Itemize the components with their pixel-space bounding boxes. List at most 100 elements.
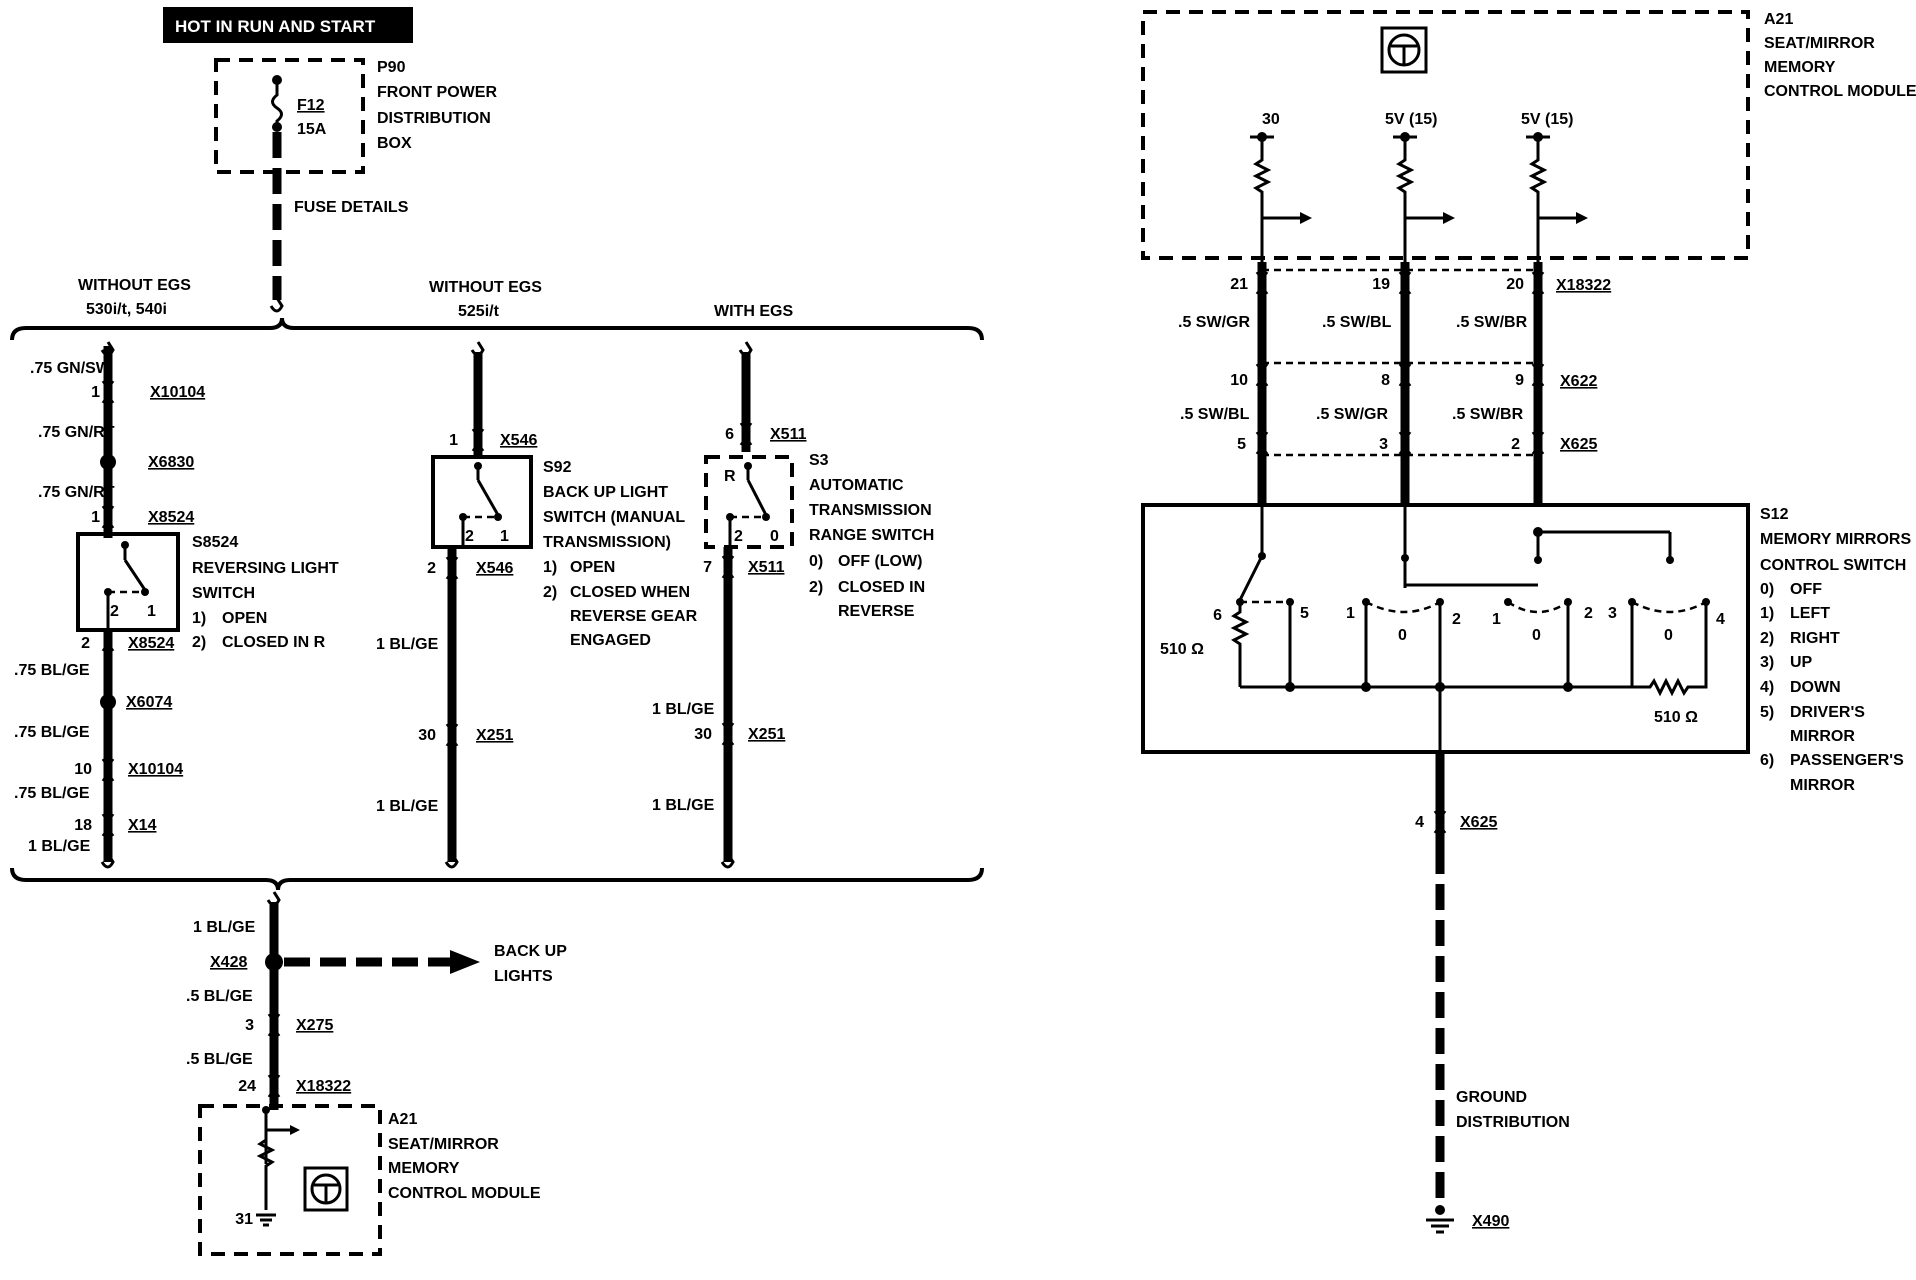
right-legend-1-t: LEFT bbox=[1790, 605, 1830, 622]
branch-b-pin1: 1 bbox=[449, 432, 458, 449]
right-module-l1: SEAT/MIRROR bbox=[1764, 35, 1875, 52]
right-legend-8-t: MIRROR bbox=[1790, 777, 1855, 794]
branch-c-sw-l1: AUTOMATIC bbox=[809, 477, 904, 494]
right-p10: 10 bbox=[1230, 372, 1248, 389]
branch-c-st0n: 0) bbox=[809, 553, 823, 570]
diagram-path bbox=[1528, 137, 1548, 262]
module-icon-top bbox=[1380, 26, 1428, 74]
branch-c-line1: WITH EGS bbox=[714, 303, 793, 320]
fusebox-line3: BOX bbox=[377, 135, 412, 152]
diagram-rect bbox=[76, 532, 180, 632]
right-c5: 5 bbox=[1300, 605, 1309, 622]
diagram-line bbox=[476, 479, 500, 516]
right-legend-7-t: PASSENGER'S bbox=[1790, 752, 1904, 769]
branch-a-wire2: .75 GN/RT bbox=[38, 424, 115, 441]
right-c1a: 1 bbox=[1346, 605, 1355, 622]
right-term2: 5V (15) bbox=[1385, 111, 1437, 128]
branch-a-line2: 530i/t, 540i bbox=[86, 301, 167, 318]
branch-a-conn3: X8524 bbox=[128, 635, 174, 652]
bottom-left-pin-ground: 31 bbox=[235, 1211, 253, 1228]
branch-b-sw-l1: BACK UP LIGHT bbox=[543, 484, 668, 501]
branch-c-c0: 0 bbox=[770, 528, 779, 545]
right-legend-2-n: 2) bbox=[1760, 630, 1774, 647]
right-w5: .5 SW/GR bbox=[1316, 406, 1388, 423]
ground-icon bbox=[1426, 1218, 1454, 1234]
right-c2b: 2 bbox=[1584, 605, 1593, 622]
diagram-rect bbox=[431, 455, 533, 549]
right-c3: 3 bbox=[1608, 605, 1617, 622]
bottom-left-circuit: 1 BL/GE X428 BACK UP LIGHTS .5 BL/GE 3 X… bbox=[186, 890, 567, 1256]
branch-b-conn1: X546 bbox=[500, 432, 537, 449]
right-p9: 9 bbox=[1515, 372, 1524, 389]
branch-b-line2: 525i/t bbox=[458, 303, 500, 320]
right-legend-2-t: RIGHT bbox=[1790, 630, 1840, 647]
branch-b-pin2: 2 bbox=[427, 560, 436, 577]
branch-a-sw-l1: REVERSING LIGHT bbox=[192, 560, 339, 577]
right-p3: 3 bbox=[1379, 436, 1388, 453]
branch-b-st1n: 1) bbox=[543, 559, 557, 576]
terminal-5v-2 bbox=[1526, 132, 1588, 262]
right-conn-b: X622 bbox=[1560, 373, 1597, 390]
branch-a-conn1: X10104 bbox=[150, 384, 205, 401]
bottom-left-module-name: A21 bbox=[388, 1111, 417, 1128]
branch-b-st1: OPEN bbox=[570, 559, 615, 576]
branch-a-conn4: X10104 bbox=[128, 761, 183, 778]
right-module-l2: MEMORY bbox=[1764, 59, 1836, 76]
right-circuit: A21 SEAT/MIRROR MEMORY CONTROL MODULE 30… bbox=[1141, 10, 1916, 1234]
right-res2: 510 Ω bbox=[1654, 709, 1698, 726]
branch-a-wire1: .75 GN/SW bbox=[30, 360, 112, 377]
branch-b: 1 X546 2 1 S92 BACK UP LIGHT SWITCH (MAN… bbox=[376, 340, 698, 869]
right-legend-0-n: 0) bbox=[1760, 581, 1774, 598]
right-c0b: 0 bbox=[1532, 627, 1541, 644]
diagram-polygon bbox=[290, 1125, 300, 1135]
diagram-line bbox=[123, 559, 147, 591]
diagram-line bbox=[746, 479, 768, 516]
branch-a-st2: CLOSED IN R bbox=[222, 634, 326, 651]
diagram-path bbox=[314, 1183, 338, 1202]
branch-a-conn5: X14 bbox=[128, 817, 157, 834]
branch-b-pin3: 30 bbox=[418, 727, 436, 744]
branch-a-sw-l2: SWITCH bbox=[192, 585, 255, 602]
right-c6: 6 bbox=[1213, 607, 1222, 624]
branch-a-sw-name: S8524 bbox=[192, 534, 238, 551]
branch-b-conn3: X251 bbox=[476, 727, 513, 744]
branch-c: 6 X511 R 2 0 S3 AUTOMATIC TRANSMISSION R… bbox=[652, 340, 934, 869]
branch-a-splice2: X6074 bbox=[126, 694, 172, 711]
diagram-circle bbox=[494, 513, 502, 521]
right-legend-6-t: MIRROR bbox=[1790, 728, 1855, 745]
diagram-path bbox=[1631, 600, 1707, 614]
diagram-rect bbox=[163, 7, 413, 43]
right-p19: 19 bbox=[1372, 276, 1390, 293]
right-w3: .5 SW/BR bbox=[1456, 314, 1528, 331]
splice-x428 bbox=[265, 953, 283, 971]
right-conn-c: X625 bbox=[1560, 436, 1597, 453]
right-sw-l2: CONTROL SWITCH bbox=[1760, 557, 1906, 574]
resistor-510-right bbox=[1632, 602, 1708, 697]
right-legend-4-t: DOWN bbox=[1790, 679, 1841, 696]
diagram-line bbox=[1238, 555, 1264, 601]
right-legend-1-n: 1) bbox=[1760, 605, 1774, 622]
branch-b-wire1: 1 BL/GE bbox=[376, 636, 439, 653]
branch-a-pin5: 18 bbox=[74, 817, 92, 834]
branch-c-sw-name: S3 bbox=[809, 452, 829, 469]
branch-b-c2: 2 bbox=[465, 528, 474, 545]
fuse-symbol bbox=[271, 80, 283, 127]
right-sw-l1: MEMORY MIRRORS bbox=[1760, 531, 1911, 548]
diagram-rect bbox=[198, 1104, 382, 1256]
switch-legend: 0)OFF 1)LEFT 2)RIGHT 3)UP 4)DOWN 5)DRIVE… bbox=[1760, 581, 1904, 794]
bottom-left-module-l3: CONTROL MODULE bbox=[388, 1185, 541, 1202]
fusebox-line1: FRONT POWER bbox=[377, 84, 497, 101]
bottom-left-conn1: X275 bbox=[296, 1017, 333, 1034]
diagram-circle bbox=[1534, 556, 1542, 564]
right-c4: 4 bbox=[1716, 611, 1725, 628]
bottom-left-wire3: .5 BL/GE bbox=[186, 1051, 253, 1068]
back-up-light-switch: 2 1 bbox=[431, 455, 533, 549]
branch-a-c1: 1 bbox=[147, 603, 156, 620]
right-w2: .5 SW/BL bbox=[1322, 314, 1392, 331]
fuse-name: F12 bbox=[297, 97, 325, 114]
branch-a-st2n: 2) bbox=[192, 634, 206, 651]
bottom-left-wire1: 1 BL/GE bbox=[193, 919, 256, 936]
right-module-name: A21 bbox=[1764, 11, 1793, 28]
branch-a-wire5: .75 BL/GE bbox=[14, 724, 90, 741]
